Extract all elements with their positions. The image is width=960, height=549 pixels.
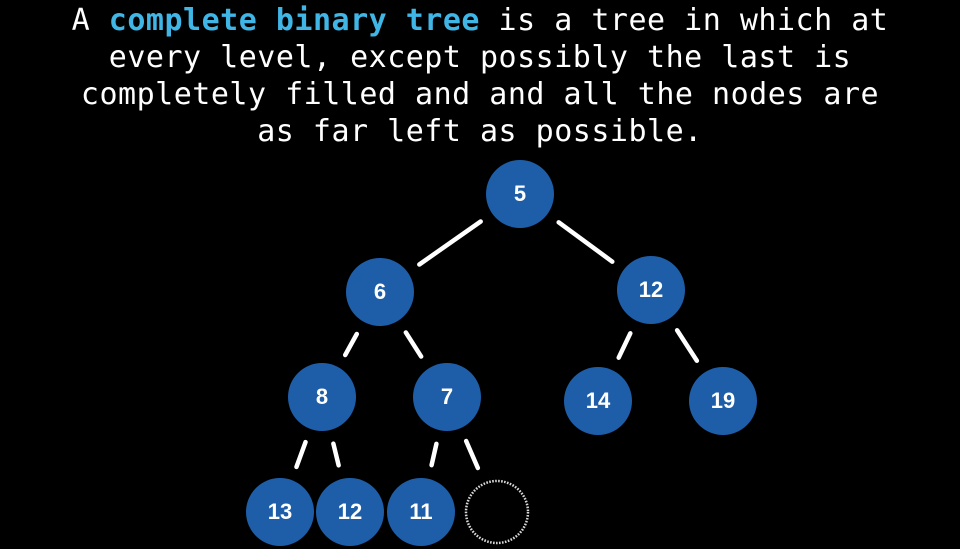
tree-node: 11 — [387, 478, 455, 546]
tree-edge-n1-n3 — [556, 220, 615, 264]
node-value-label: 12 — [338, 499, 362, 524]
empty-node-slot — [464, 479, 530, 545]
tree-edge-n4-n8 — [294, 439, 308, 470]
tree-edge-n5-n10 — [429, 441, 439, 468]
tree-node: 19 — [689, 367, 757, 435]
tree-node: 8 — [288, 363, 356, 431]
tree-node: 14 — [564, 367, 632, 435]
tree-node: 12 — [316, 478, 384, 546]
empty-slot-circle — [464, 479, 530, 545]
node-circle — [413, 363, 481, 431]
tree-edge-n5-n11 — [463, 438, 481, 471]
node-circle — [246, 478, 314, 546]
node-value-label: 19 — [711, 388, 735, 413]
node-circle — [346, 258, 414, 326]
tree-edge-n3-n7 — [674, 328, 700, 363]
tree-node: 7 — [413, 363, 481, 431]
node-value-label: 12 — [639, 277, 663, 302]
highlighted-term: complete binary tree — [108, 3, 480, 38]
tree-node: 13 — [246, 478, 314, 546]
tree-node: 5 — [486, 160, 554, 228]
node-circle — [288, 363, 356, 431]
tree-node: 12 — [617, 256, 685, 324]
node-circle — [564, 367, 632, 435]
definition-prefix: A — [71, 3, 109, 38]
node-circle — [316, 478, 384, 546]
node-circle — [689, 367, 757, 435]
tree-edge-n4-n9 — [331, 441, 341, 468]
node-circle — [486, 160, 554, 228]
tree-edge-n3-n6 — [616, 331, 633, 360]
node-value-label: 6 — [374, 279, 386, 304]
node-circle — [617, 256, 685, 324]
tree-node: 6 — [346, 258, 414, 326]
tree-edge-n1-n2 — [417, 219, 483, 267]
definition-line-3: completely filled and and all the nodes … — [80, 77, 880, 112]
definition-line-4: as far left as possible. — [257, 114, 703, 149]
node-value-label: 8 — [316, 384, 328, 409]
tree-nodes: 5 6 12 8 7 14 19 13 12 11 — [246, 160, 757, 546]
complete-binary-tree-definition: A complete binary tree is a tree in whic… — [0, 2, 960, 150]
node-value-label: 14 — [586, 388, 611, 413]
node-value-label: 7 — [441, 384, 453, 409]
node-value-label: 5 — [514, 181, 526, 206]
definition-line-2: every level, except possibly the last is — [108, 40, 852, 75]
node-value-label: 13 — [268, 499, 292, 524]
tree-edge-n2-n4 — [342, 331, 360, 358]
node-value-label: 11 — [409, 499, 432, 524]
tree-edges — [294, 219, 700, 471]
definition-line-1: A complete binary tree is a tree in whic… — [0, 2, 960, 39]
node-circle — [387, 478, 455, 546]
definition-line-1-rest: is a tree in which at — [480, 3, 889, 38]
tree-edge-n2-n5 — [403, 330, 424, 359]
